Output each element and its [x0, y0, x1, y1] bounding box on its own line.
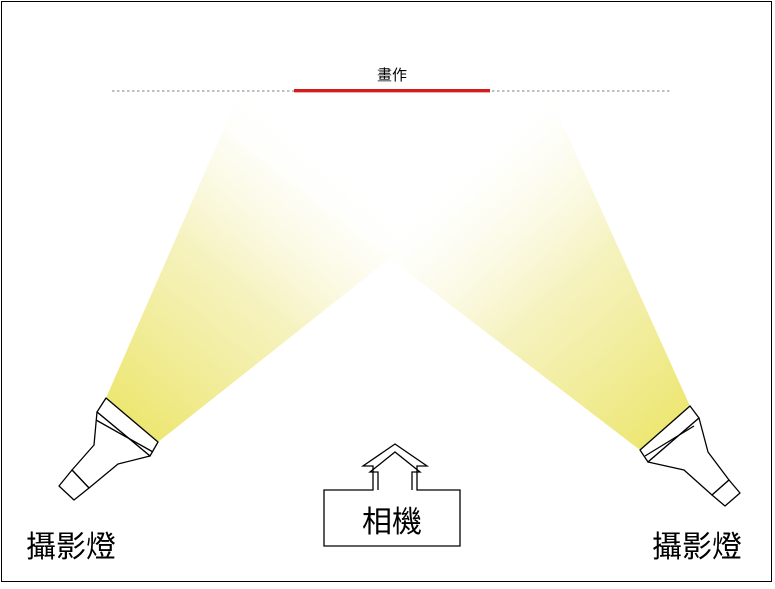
- camera-label: 相機: [362, 505, 422, 540]
- camera-block: [323, 443, 461, 547]
- right-light-beam: [172, 92, 690, 450]
- left-lamp: [58, 397, 159, 501]
- right-lamp: [639, 405, 741, 507]
- left-lamp-handle: [58, 469, 90, 501]
- left-lamp-label: 攝影燈: [26, 530, 116, 565]
- right-lamp-label: 攝影燈: [652, 530, 742, 565]
- artwork-label: 畫作: [377, 66, 407, 84]
- up-arrow-icon: [368, 451, 422, 490]
- right-lamp-handle: [711, 479, 741, 507]
- camera-outline: [323, 443, 461, 547]
